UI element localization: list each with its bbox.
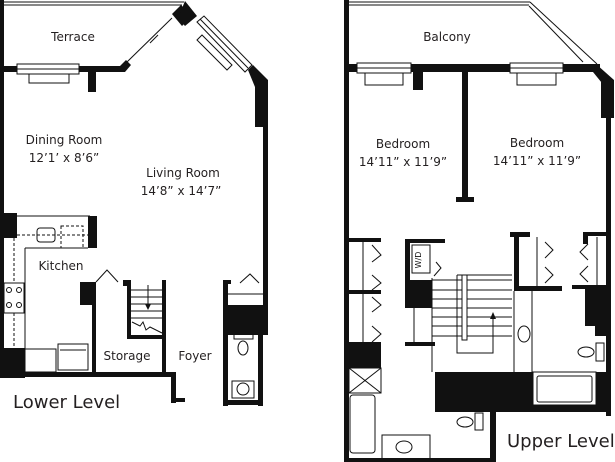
room-size-bedroom-1: 14’11” x 11’9” [359,155,447,169]
room-label-balcony: Balcony [423,30,471,44]
upper-level-plan: W/D [344,0,614,462]
stairs-up-icon [431,274,512,372]
room-size-dining-room: 12’1’ x 8’6” [29,151,100,165]
room-label-foyer: Foyer [178,349,211,363]
toilet-icon [456,416,474,428]
room-size-bedroom-2: 14’11” x 11’9” [493,154,581,168]
lower-level-plan [0,0,268,406]
room-label-storage: Storage [104,349,151,363]
lower-level-title: Lower Level [13,392,120,413]
stove-icon [3,282,25,314]
room-label-bedroom-1: Bedroom [376,137,430,151]
room-label-dining-room: Dining Room [26,133,103,147]
sink-icon [236,382,250,396]
toilet-icon [237,340,249,356]
stairs-down-icon [131,285,163,334]
room-label-kitchen: Kitchen [38,259,83,273]
room-label-terrace: Terrace [50,30,95,44]
washer-dryer-icon [411,244,431,274]
washer-dryer-label: W/D [414,252,423,269]
toilet-icon [577,346,595,358]
upper-level-title: Upper Level [507,431,615,452]
bathtub-icon [536,375,593,403]
room-label-living-room: Living Room [146,166,220,180]
room-size-living-room: 14’8” x 14’7” [141,184,222,198]
room-label-bedroom-2: Bedroom [510,136,564,150]
